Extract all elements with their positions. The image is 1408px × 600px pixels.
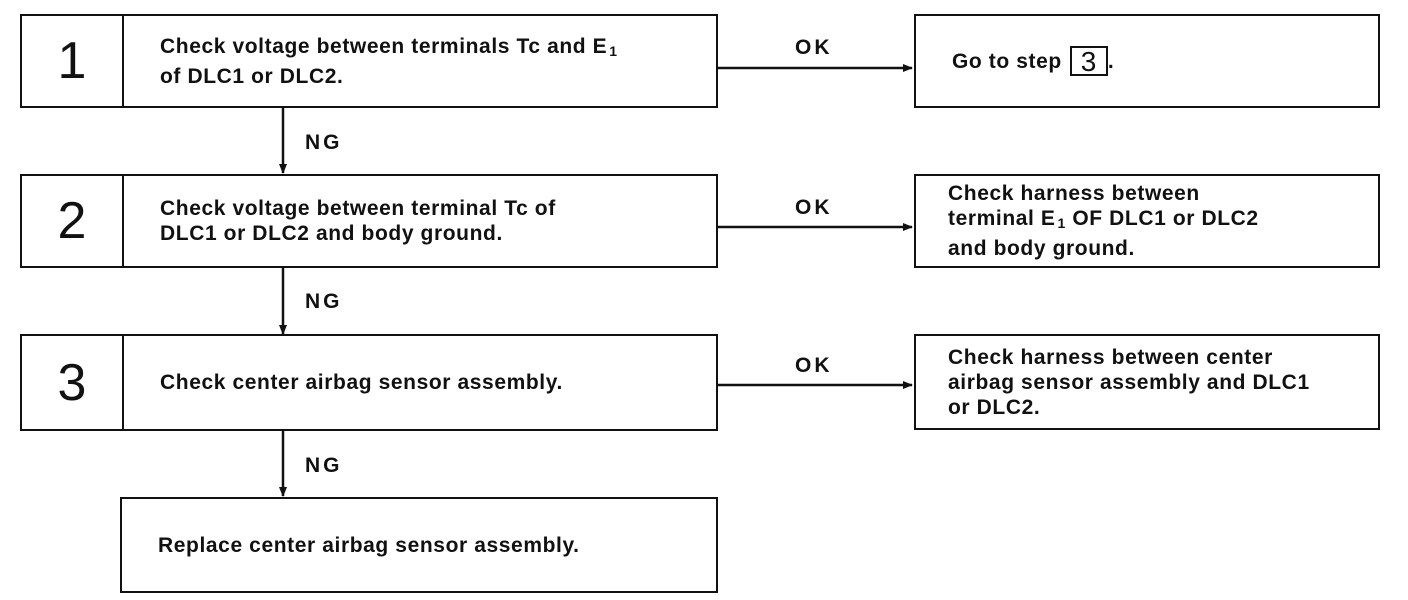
step-3-box: 3 Check center airbag sensor assembly. — [20, 334, 718, 431]
ng-label: NG — [305, 454, 343, 477]
step-text: Check voltage between terminal Tc of DLC… — [160, 197, 556, 245]
ok-result-box-1: Go to step 3 . — [914, 14, 1380, 108]
ok-label: OK — [795, 196, 833, 219]
final-action-box: Replace center airbag sensor assembly. — [120, 497, 718, 593]
step-2-box: 2 Check voltage between terminal Tc of D… — [20, 174, 718, 268]
ok-label: OK — [795, 36, 833, 59]
step-number: 2 — [22, 176, 124, 266]
ng-label: NG — [305, 290, 343, 313]
ok-result-box-3: Check harness between center airbag sens… — [914, 334, 1380, 430]
step-reference: 3 — [1069, 46, 1108, 76]
step-number: 1 — [22, 16, 124, 106]
ok-label: OK — [795, 354, 833, 377]
ng-label: NG — [305, 131, 343, 154]
step-number: 3 — [22, 336, 124, 429]
step-text: Check voltage between terminals Tc and E… — [160, 34, 618, 88]
step-1-box: 1 Check voltage between terminals Tc and… — [20, 14, 718, 108]
step-text: Check center airbag sensor assembly. — [160, 371, 563, 394]
